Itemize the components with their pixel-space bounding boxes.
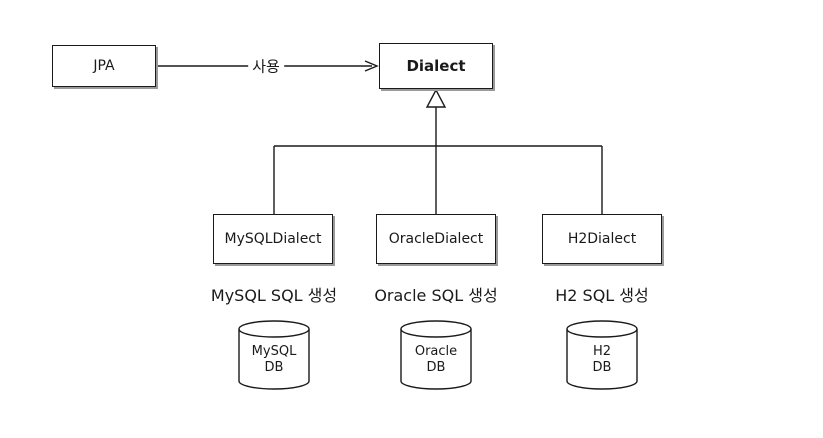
- oracle-dialect-label: OracleDialect: [388, 231, 484, 247]
- uses-arrowhead: [364, 60, 379, 72]
- oracle-database-icon: Oracle DB: [400, 320, 472, 390]
- h2-dialect-box: H2Dialect: [542, 214, 662, 264]
- uses-label: 사용: [248, 55, 284, 77]
- oracle-dialect-box: OracleDialect: [376, 214, 496, 264]
- mysql-db-label: MySQL DB: [251, 344, 297, 375]
- jpa-label: JPA: [93, 58, 115, 74]
- mysql-dialect-box: MySQLDialect: [213, 214, 333, 264]
- dialect-label: Dialect: [406, 57, 466, 75]
- mysql-caption: MySQL SQL 생성: [210, 286, 338, 305]
- mysql-database-icon: MySQL DB: [238, 320, 310, 390]
- mysql-dialect-label: MySQLDialect: [224, 231, 322, 247]
- jpa-box: JPA: [52, 45, 156, 87]
- h2-db-label: H2 DB: [592, 344, 612, 375]
- dialect-box: Dialect: [379, 43, 493, 89]
- h2-database-icon: H2 DB: [566, 320, 638, 390]
- inheritance-triangle-icon: [425, 88, 447, 108]
- h2-dialect-label: H2Dialect: [567, 231, 637, 247]
- oracle-db-label: Oracle DB: [414, 344, 458, 375]
- h2-caption: H2 SQL 생성: [555, 286, 649, 305]
- oracle-caption: Oracle SQL 생성: [374, 286, 498, 305]
